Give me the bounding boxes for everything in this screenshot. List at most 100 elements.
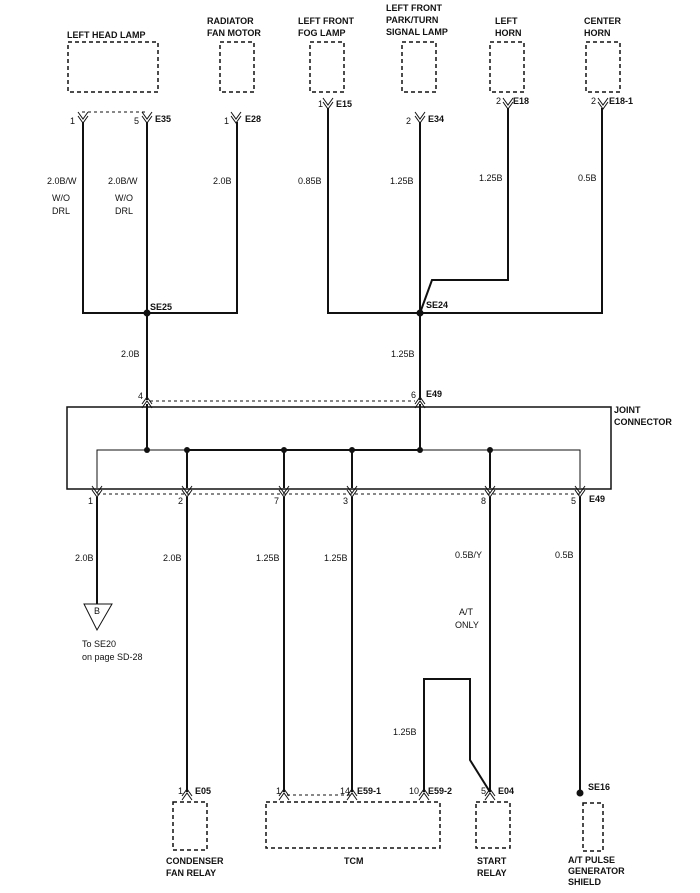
pin-label: 8 [481, 496, 486, 506]
joint-connector-box [66, 406, 612, 490]
center-horn: CENTER HORN [584, 16, 622, 93]
tcm-label: TCM [344, 856, 364, 866]
wire-label: 0.85B [298, 176, 322, 186]
pin-label: 2 [496, 96, 501, 106]
tcm: 1 14 E59-1 10 E59-2 TCM [265, 786, 452, 866]
junction-dot [349, 447, 355, 453]
splice-se25 [143, 309, 151, 317]
pin-label: 2 [178, 496, 183, 506]
wire-label: 0.5B [578, 173, 597, 183]
center-horn-label-2: HORN [584, 28, 611, 38]
splice-id-se24: SE24 [426, 300, 448, 310]
wire-label: 1.25B [324, 553, 348, 563]
pin-label: 4 [138, 391, 143, 401]
pin-label: 6 [411, 390, 416, 400]
chevron-icon [414, 111, 426, 124]
connector-id-e59-1: E59-1 [357, 786, 381, 796]
pin-label: 1 [178, 786, 183, 796]
chevron-icon [346, 788, 358, 801]
wire-label: 2.0B [121, 349, 140, 359]
start-relay-label-2: RELAY [477, 868, 507, 878]
wire-right-group [327, 108, 603, 314]
chevron-icon [414, 396, 426, 409]
wire-label: 1.25B [393, 727, 417, 737]
left-horn-label-2: HORN [495, 28, 522, 38]
connector-id-e35: E35 [155, 114, 171, 124]
chevron-icon [181, 788, 193, 801]
junction-dot [487, 447, 493, 453]
start-relay: 5 E04 START RELAY [475, 786, 514, 878]
start-relay-box [475, 801, 511, 849]
tcm-box [265, 801, 441, 849]
park-turn-signal-lamp: LEFT FRONT PARK/TURN SIGNAL LAMP [386, 3, 448, 93]
pin-label: 1 [224, 116, 229, 126]
pin-label: 1 [88, 496, 93, 506]
pulse-gen-label-1: A/T PULSE [568, 855, 615, 865]
left-head-lamp-box [67, 41, 159, 93]
connector-id-e49: E49 [426, 389, 442, 399]
wire-label: 2.0B [213, 176, 232, 186]
connector-id-e18: E18 [513, 96, 529, 106]
pin-label: 5 [571, 496, 576, 506]
joint-connector: JOINT CONNECTOR [66, 396, 672, 498]
triangle-ground-icon [83, 603, 113, 632]
wire-label: 1.25B [479, 173, 503, 183]
condenser-fan-relay: 1 E05 CONDENSER FAN RELAY [166, 786, 224, 878]
pulse-gen-label-3: SHIELD [568, 877, 602, 887]
pin-label: 2 [406, 116, 411, 126]
junction-dot [184, 447, 190, 453]
left-front-fog-lamp-label-2: FOG LAMP [298, 28, 346, 38]
park-turn-label-1: LEFT FRONT [386, 3, 442, 13]
pin-label: 10 [409, 786, 419, 796]
top-wires [82, 108, 603, 400]
chevron-icon [230, 111, 242, 124]
chevron-icon [597, 97, 609, 110]
wire-label: 2.0B/W [108, 176, 138, 186]
chevron-icon [278, 788, 290, 801]
connector-id-e49: E49 [589, 494, 605, 504]
connector-id-e28: E28 [245, 114, 261, 124]
chevron-icon [141, 111, 153, 124]
left-front-fog-lamp-label-1: LEFT FRONT [298, 16, 354, 26]
left-front-fog-lamp-box [309, 41, 345, 93]
note-drl: DRL [115, 206, 133, 216]
wire-label: 1.25B [256, 553, 280, 563]
chevron-icon [322, 97, 334, 110]
splice-se24 [416, 309, 424, 317]
pulse-gen-label-2: GENERATOR [568, 866, 625, 876]
page-ref-2: on page SD-28 [82, 652, 143, 662]
left-head-lamp-label: LEFT HEAD LAMP [67, 30, 146, 40]
ground-reference: B To SE20 on page SD-28 [82, 603, 143, 662]
joint-bus-heavy [186, 449, 420, 488]
junction-dot [281, 447, 287, 453]
connector-id-e18-1: E18-1 [609, 96, 633, 106]
start-relay-label-1: START [477, 856, 507, 866]
pin-label: 1 [276, 786, 281, 796]
radiator-fan-motor: RADIATOR FAN MOTOR [207, 16, 261, 93]
chevron-icon [418, 788, 430, 801]
condenser-label-1: CONDENSER [166, 856, 224, 866]
connector-id-e59-2: E59-2 [428, 786, 452, 796]
wire-label: 2.0B [163, 553, 182, 563]
pin-label: 1 [318, 99, 323, 109]
wire-label: 0.5B [555, 550, 574, 560]
pin-label: 2 [591, 96, 596, 106]
chevron-icon [141, 396, 153, 409]
joint-connector-label-2: CONNECTOR [614, 417, 672, 427]
connector-id-e34: E34 [428, 114, 444, 124]
condenser-label-2: FAN RELAY [166, 868, 216, 878]
wire-left-horn [419, 108, 509, 314]
radiator-fan-motor-box [219, 41, 255, 93]
connector-id-e04: E04 [498, 786, 514, 796]
wire-label: 2.0B [75, 553, 94, 563]
wire-label: 1.25B [390, 176, 414, 186]
pulse-gen-box [582, 802, 604, 852]
chevron-icon [77, 111, 89, 124]
park-turn-signal-lamp-box [401, 41, 437, 93]
wire-label: 0.5B/Y [455, 550, 482, 560]
center-horn-label-1: CENTER [584, 16, 622, 26]
junction-dot [417, 447, 423, 453]
page-ref-1: To SE20 [82, 639, 116, 649]
at-pulse-generator-shield: SE16 A/T PULSE GENERATOR SHIELD [568, 782, 625, 887]
